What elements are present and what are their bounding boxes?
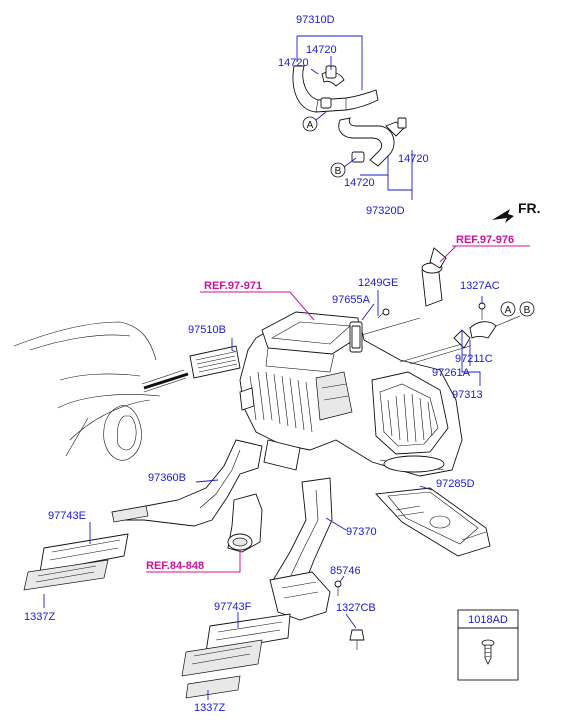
duct-ref-84-848 (227, 493, 263, 553)
label-97310D: 97310D (296, 14, 335, 26)
callout-circle-a1: A (302, 116, 318, 132)
ref-97-971: REF.97-971 (204, 280, 262, 292)
label-97320D: 97320D (366, 205, 405, 217)
screw-icon (481, 639, 495, 665)
label-14720-c: 14720 (398, 153, 429, 165)
control-panel-97285D (375, 487, 491, 557)
heater-hoses (292, 65, 407, 167)
ref-97-976: REF.97-976 (456, 234, 514, 246)
svg-text:A: A (505, 305, 512, 316)
label-97743F: 97743F (214, 601, 252, 613)
label-97211C: 97211C (455, 353, 493, 365)
label-97510B: 97510B (188, 324, 226, 336)
label-1327CB: 1327CB (336, 602, 376, 614)
callout-circle-b1: B (330, 162, 346, 178)
front-direction-arrow: FR. (492, 200, 541, 223)
label-97370: 97370 (346, 526, 377, 538)
label-1337Z-a: 1337Z (24, 611, 55, 623)
label-97360B: 97360B (148, 472, 186, 484)
duct-97370 (269, 477, 333, 621)
label-1337Z-b: 1337Z (194, 702, 225, 714)
label-1249GE: 1249GE (358, 277, 398, 289)
leader-lines (43, 245, 530, 700)
svg-text:B: B (335, 166, 342, 177)
label-97655A: 97655A (332, 294, 371, 306)
duct-97360B (111, 439, 263, 527)
fr-label: FR. (518, 200, 541, 216)
fasteners (334, 580, 365, 650)
heater-blower-unit (239, 311, 463, 477)
label-1327AC: 1327AC (460, 280, 500, 292)
vent-97510B (189, 345, 241, 379)
label-14720-b: 14720 (278, 57, 309, 69)
cable-parts (377, 247, 521, 365)
label-97261A: 97261A (432, 367, 471, 379)
svg-text:B: B (524, 305, 531, 316)
vehicle-outline (13, 321, 189, 461)
label-97285D: 97285D (436, 478, 475, 490)
label-85746: 85746 (330, 565, 361, 577)
callout-circle-a2: A (500, 301, 516, 317)
callout-circle-b2: B (519, 301, 535, 317)
part-box-1018AD: 1018AD (457, 609, 519, 681)
vent-grille-97743F (181, 613, 291, 699)
svg-text:A: A (307, 120, 314, 131)
ref-84-848: REF.84-848 (146, 560, 204, 572)
label-14720-d: 14720 (344, 177, 375, 189)
label-1018AD: 1018AD (468, 614, 508, 626)
hose-leaders (296, 35, 413, 200)
vent-grille-97743E (23, 533, 129, 591)
label-97313: 97313 (452, 389, 483, 401)
label-14720-a: 14720 (306, 44, 337, 56)
label-97743E: 97743E (48, 510, 86, 522)
